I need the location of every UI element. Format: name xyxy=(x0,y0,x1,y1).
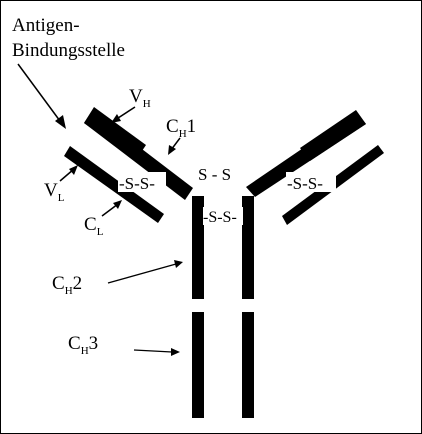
vh-arrow-head xyxy=(111,114,121,123)
right-vh-domain xyxy=(300,110,366,161)
cl-arrow-head xyxy=(113,200,122,209)
binding-site-arrow-head xyxy=(55,115,66,129)
bond-bg-mid xyxy=(203,207,243,225)
bond-right: -S-S- xyxy=(287,174,323,193)
vl-label: VL xyxy=(44,180,65,204)
left-vh-domain xyxy=(84,107,146,160)
ch2-arrow-line xyxy=(107,263,177,284)
title-line-2: Bindungsstelle xyxy=(12,40,125,61)
right-stem-ch2 xyxy=(242,196,254,299)
vl-arrow-head xyxy=(69,165,78,175)
left-stem-ch3 xyxy=(192,312,204,418)
vh-label: VH xyxy=(129,86,151,110)
title-line-1: Antigen- xyxy=(12,15,80,36)
right-stem-ch3 xyxy=(242,312,254,418)
bond-left: -S-S- xyxy=(119,174,155,193)
left-light-chain xyxy=(64,146,164,223)
binding-site-arrow-line xyxy=(17,63,61,122)
ch2-arrow-head xyxy=(174,260,183,268)
ch3-arrow-head xyxy=(171,348,180,356)
left-stem-ch2 xyxy=(192,196,204,299)
ch3-arrow-line xyxy=(133,349,173,353)
cl-label: CL xyxy=(84,214,104,238)
bond-bg-left xyxy=(118,172,166,192)
bond-bg-right xyxy=(286,172,336,192)
ch1-label: CH1 xyxy=(166,116,196,140)
bond-hinge-mid: -S-S- xyxy=(203,209,237,226)
cl-arrow-line xyxy=(101,203,119,217)
ch2-label: CH2 xyxy=(52,273,82,297)
ch3-label: CH3 xyxy=(68,333,98,357)
ch1-arrow-head xyxy=(168,145,176,155)
bond-hinge-top: S - S xyxy=(198,165,231,184)
